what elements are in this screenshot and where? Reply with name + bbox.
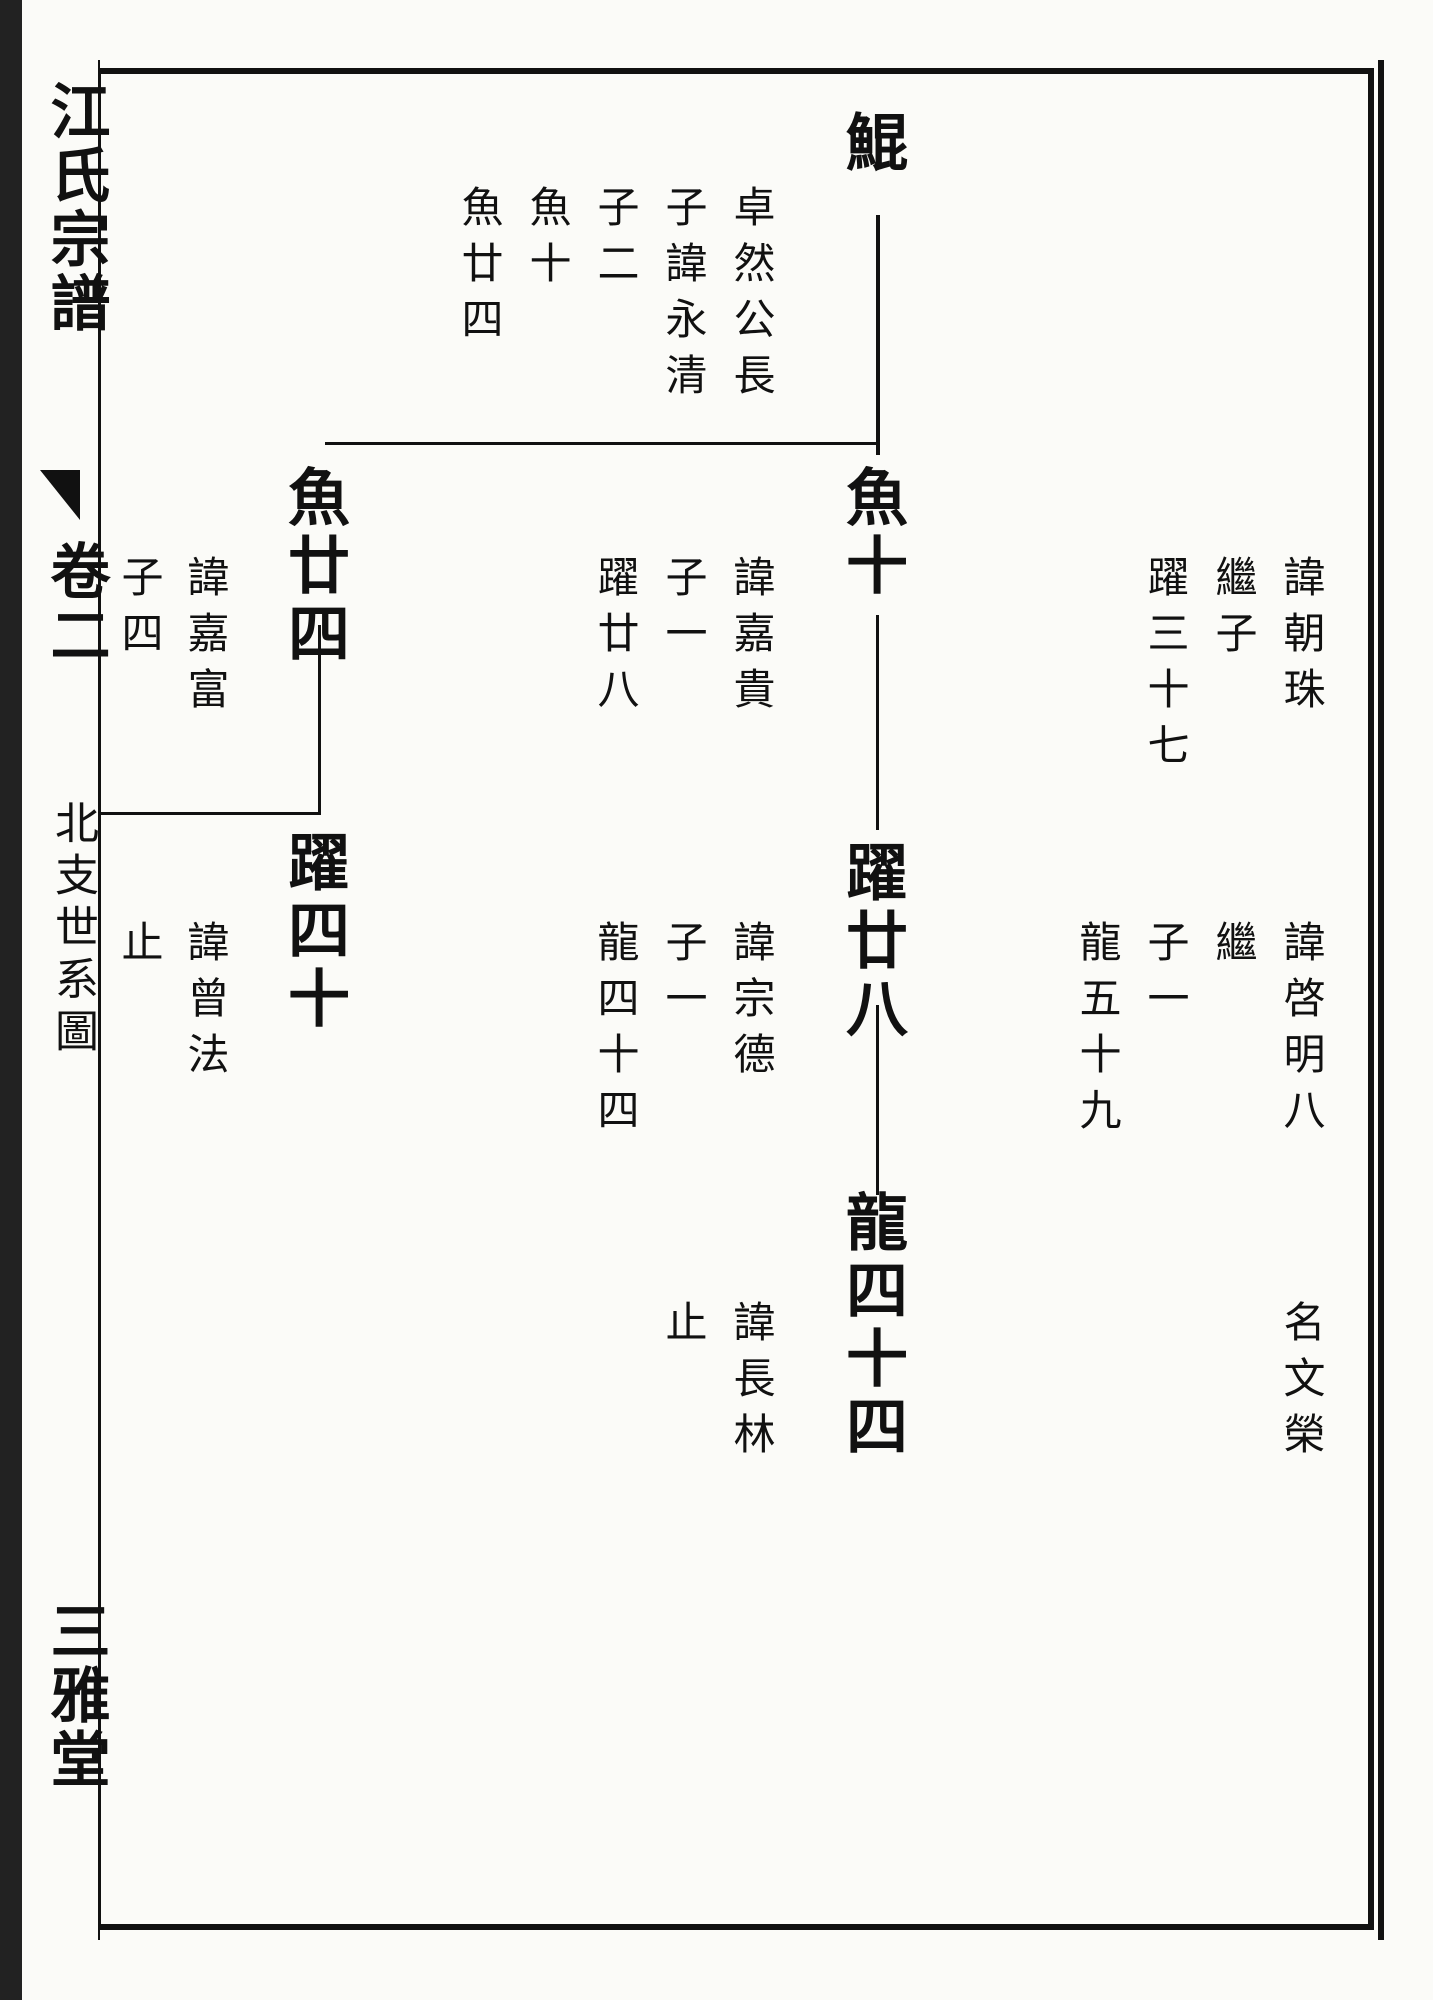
gen-name-yu-shi: 魚十 (835, 465, 908, 601)
root-note-4: 魚十 (523, 185, 572, 297)
fish-tail-mark (40, 470, 80, 520)
right-lower-note-3: 繼 (1209, 920, 1258, 976)
gen-name-kun: 鯤 (835, 110, 908, 178)
yue-ershiba-note-2: 子一 (659, 920, 708, 1032)
right-lower-note-5: 龍五十九 (1073, 920, 1122, 1144)
long-sishisi-note-2: 止 (659, 1300, 708, 1356)
yue-ershiba-note-3: 龍四十四 (591, 920, 640, 1144)
yu-ershisi-note-1: 諱嘉富 (181, 555, 230, 723)
gen-name-yue-ershiba: 躍廿八 (835, 840, 908, 1044)
hall-name: 三雅堂 (40, 1600, 110, 1792)
yue-ershiba-note-1: 諱宗德 (727, 920, 776, 1088)
yu-ershisi-note-2: 子四 (115, 555, 164, 667)
trunk-line-yue-ershiba (876, 1005, 879, 1195)
gen-name-long-sishisi: 龍四十四 (835, 1190, 908, 1462)
trunk-line-yu-shi (876, 615, 879, 830)
book-title: 江氏宗譜 (40, 80, 110, 336)
right-upper-note-3: 躍三十七 (1141, 555, 1190, 779)
yu-shi-note-1: 諱嘉貴 (727, 555, 776, 723)
outer-border-right (1378, 60, 1384, 1940)
long-sishisi-note-1: 諱長林 (727, 1300, 776, 1468)
right-lower-note-4: 子一 (1141, 920, 1190, 1032)
root-note-2: 子諱永清 (659, 185, 708, 409)
gen-name-yue-sishi: 躍四十 (277, 830, 350, 1034)
left-book-edge (0, 0, 22, 2000)
yue-sishi-note-1: 諱曾法 (181, 920, 230, 1088)
root-note-1: 卓然公長 (727, 185, 776, 409)
right-lower-note-2: 名文榮 (1277, 1300, 1326, 1468)
gen-name-yu-ershisi: 魚廿四 (277, 465, 350, 669)
margin-column: 江氏宗譜 卷二 北支世系圖 三雅堂 (22, 60, 110, 1940)
yu-shi-note-3: 躍廿八 (591, 555, 640, 723)
yu-shi-note-2: 子一 (659, 555, 708, 667)
branch-line-top (325, 442, 880, 445)
right-lower-note-1: 諱啓明八 (1277, 920, 1326, 1144)
root-note-5: 魚廿四 (455, 185, 504, 353)
right-upper-note-2: 繼子 (1209, 555, 1258, 667)
branch-line-lower (100, 812, 320, 815)
trunk-line-main (876, 215, 880, 455)
volume-number: 卷二 (40, 540, 110, 668)
yue-sishi-note-2: 止 (115, 920, 164, 976)
root-note-3: 子二 (591, 185, 640, 297)
right-upper-note-1: 諱朝珠 (1277, 555, 1326, 723)
trunk-line-yu-ershisi (318, 625, 321, 815)
section-title: 北支世系圖 (47, 800, 98, 1060)
